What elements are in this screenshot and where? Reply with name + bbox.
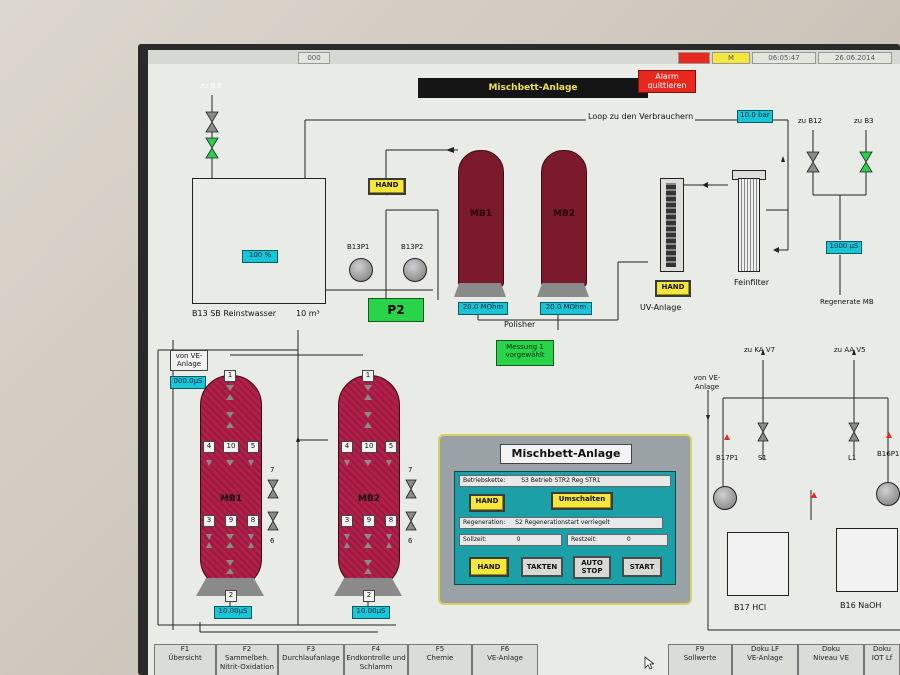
right-source-label: von VE-Anlage xyxy=(693,374,721,391)
valve-b12-label: zu B12 xyxy=(798,117,823,125)
valve-b3-label: zu B3 xyxy=(854,117,874,125)
tank-b13 xyxy=(192,178,326,304)
regeneration-row: Regeneration: S2 Regenerationstart verri… xyxy=(459,517,663,529)
page-title: Mischbett-Anlage xyxy=(418,78,648,98)
tank-b17-hcl xyxy=(727,532,789,596)
valve-l1-label: L1 xyxy=(848,454,857,462)
tank-b13-volume: 10 m³ xyxy=(296,309,320,318)
auto-stop-button[interactable]: AUTO STOP xyxy=(573,556,611,579)
source-label: von VE-Anlage xyxy=(170,350,208,371)
uv-label: UV-Anlage xyxy=(640,303,682,312)
restzeit-label: Restzeit: xyxy=(571,536,597,543)
pump-b17p1-label: B17P1 xyxy=(716,454,739,462)
feinfilter-label: Feinfilter xyxy=(734,278,769,287)
alarm-acknowledge-button[interactable]: Alarm quittieren xyxy=(638,70,696,93)
loop-pressure-readout: 10.0 bar xyxy=(737,110,773,123)
polisher-label: Polisher xyxy=(504,320,536,329)
control-panel-body: Betriebskette: S3 Betrieb STR2 Reg STR1 … xyxy=(454,471,676,585)
polisher-mb1-reading: 20.0 MOhm xyxy=(458,302,508,315)
tank-b17-label: B17 HCl xyxy=(734,603,767,612)
inlet-label: zu B.0 xyxy=(200,82,222,90)
control-panel-title: Mischbett-Anlage xyxy=(500,444,632,464)
valve-s1-label: S1 xyxy=(758,454,767,462)
loop-label: Loop zu den Verbrauchern xyxy=(586,112,696,122)
aa-v5-label: zu AA V5 xyxy=(834,346,866,354)
status-cell-date: 26.06.2014 xyxy=(818,52,892,64)
control-panel: Mischbett-Anlage Betriebskette: S3 Betri… xyxy=(438,434,692,605)
betriebskette-value: S3 Betrieb STR2 Reg STR1 xyxy=(521,477,601,484)
pump-b13p2-label: B13P2 xyxy=(401,243,424,251)
polisher-mb2-reading: 20.0 MOhm xyxy=(540,302,592,315)
hmi-screen: 000 M 06:05:47 26.06.2014 Mischbett-Anla… xyxy=(148,50,900,675)
status-cell-time: 06:05:47 xyxy=(752,52,816,64)
status-bar: 000 M 06:05:47 26.06.2014 xyxy=(148,50,900,64)
pump-b16p1-icon[interactable] xyxy=(876,482,900,506)
panel-hand-button[interactable]: HAND xyxy=(469,494,505,512)
pump-b13p1-label: B13P1 xyxy=(347,243,370,251)
mb2-reading: 10.00µS xyxy=(352,606,390,619)
ka-v7-label: zu KA V7 xyxy=(744,346,776,354)
tank-b13-level: 100 % xyxy=(242,250,278,263)
sollzeit-label: Sollzeit: xyxy=(463,536,487,543)
sollzeit-value: 0 xyxy=(516,536,521,543)
uv-hand-button[interactable]: HAND xyxy=(655,280,691,297)
umschalten-button[interactable]: Umschalten xyxy=(551,492,613,510)
pump-b13p2-icon[interactable] xyxy=(403,258,427,282)
takten-button[interactable]: TAKTEN xyxy=(521,557,563,577)
status-cell-m: M xyxy=(712,52,750,64)
regen-reading: 1000 µS xyxy=(826,241,862,254)
regeneration-label: Regeneration: xyxy=(463,519,506,526)
p2-indicator: P2 xyxy=(368,298,424,322)
start-button[interactable]: START xyxy=(622,557,662,577)
tank-b16-naoh xyxy=(836,528,898,592)
tank-b13-label: B13 SB Reinstwasser xyxy=(192,309,277,318)
regeneration-value: S2 Regenerationstart verriegelt xyxy=(515,519,610,526)
mb1-reading: 10.00µS xyxy=(214,606,252,619)
mouse-cursor-icon xyxy=(644,656,654,670)
messung-indicator[interactable]: Messung 1 vorgewählt xyxy=(496,340,554,366)
tank-flow-markers xyxy=(206,385,392,574)
pump-b13p1-icon[interactable] xyxy=(349,258,373,282)
tank-b16-label: B16 NaOH xyxy=(840,601,882,610)
status-cell-alarm xyxy=(678,52,710,64)
pump-b17p1-icon[interactable] xyxy=(713,486,737,510)
mb2-tank: MB2 xyxy=(338,375,400,589)
regenerate-label: Regenerate MB xyxy=(820,298,874,306)
source-reading: 000.0µS xyxy=(170,376,206,389)
status-cell-id: 000 xyxy=(298,52,330,64)
bottom-hand-button[interactable]: HAND xyxy=(469,557,509,577)
pump-hand-button[interactable]: HAND xyxy=(368,178,406,195)
betriebskette-label: Betriebskette: xyxy=(463,477,506,484)
pump-b16p1-label: B16P1 xyxy=(877,450,900,458)
feinfilter-unit xyxy=(738,178,760,272)
restzeit-row: Restzeit: 0 xyxy=(567,534,668,546)
betriebskette-row: Betriebskette: S3 Betrieb STR2 Reg STR1 xyxy=(459,475,671,487)
sollzeit-row: Sollzeit: 0 xyxy=(459,534,562,546)
mb1-tank: MB1 xyxy=(200,375,262,589)
uv-unit xyxy=(660,178,684,272)
polisher-tank-mb2: MB2 xyxy=(541,150,587,287)
restzeit-value: 0 xyxy=(626,536,631,543)
